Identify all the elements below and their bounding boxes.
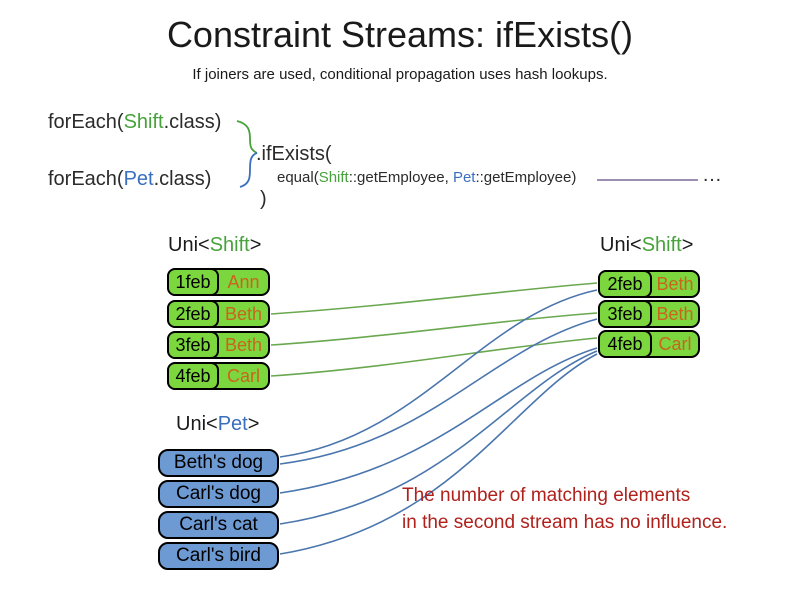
shift-employee-cell: Beth	[224, 303, 263, 324]
pet-type-token: Pet	[217, 413, 248, 435]
code-ifexists-close: )	[260, 188, 267, 210]
shift-date-cell: 1feb	[167, 268, 219, 296]
match-line-green-4feb	[270, 337, 598, 377]
pet-row-beths-dog: Beth's dog	[158, 449, 279, 477]
match-line-green-2feb	[270, 282, 598, 315]
left-shift-row-3feb: 3feb Beth	[167, 331, 270, 359]
code-ifexists-open: .ifExists(	[256, 143, 332, 165]
shift-date-cell: 2feb	[598, 270, 652, 298]
right-shift-row-2feb: 2feb Beth	[598, 270, 700, 298]
label-text: >	[247, 413, 260, 435]
left-shift-row-4feb: 4feb Carl	[167, 362, 270, 390]
code-foreach-shift: forEach(Shift.class)	[48, 111, 221, 134]
shift-date-cell: 4feb	[598, 330, 652, 358]
code-equal-joiner: equal(Shift::getEmployee, Pet::getEmploy…	[277, 169, 576, 186]
code-text: .class)	[153, 168, 212, 190]
note-line-2: in the second stream has no influence.	[402, 512, 728, 533]
match-line-blue-carlscat-4feb	[279, 350, 598, 525]
pet-table-label: Uni<Pet>	[176, 413, 259, 436]
shift-employee-cell: Beth	[656, 273, 694, 294]
code-text: forEach(	[48, 168, 124, 190]
match-line-blue-carlsdog-4feb	[279, 347, 598, 494]
shift-date-cell: 4feb	[167, 362, 219, 390]
left-shift-row-1feb: 1feb Ann	[167, 268, 270, 296]
label-text: Uni<	[168, 234, 210, 256]
label-text: Uni<	[176, 413, 218, 435]
match-line-blue-bethsdog-2feb	[279, 289, 598, 458]
note-line-1: The number of matching elements	[402, 485, 691, 506]
shift-type-token: Shift	[209, 234, 250, 256]
code-text: forEach(	[48, 111, 124, 133]
shift-employee-cell: Beth	[656, 303, 694, 324]
shift-class-token: Shift	[318, 169, 349, 186]
shift-employee-cell: Beth	[224, 334, 263, 355]
left-shift-table-label: Uni<Shift>	[168, 234, 261, 257]
shift-employee-cell: Carl	[226, 365, 260, 386]
shift-type-token: Shift	[641, 234, 682, 256]
code-text: ::getEmployee,	[348, 169, 453, 186]
label-text: >	[681, 234, 694, 256]
label-text: Uni<	[600, 234, 642, 256]
pet-row-carls-dog: Carl's dog	[158, 480, 279, 508]
brace-pet-segment	[239, 152, 258, 188]
pet-class-token: Pet	[123, 168, 154, 190]
slide-title: Constraint Streams: ifExists()	[166, 14, 634, 55]
code-text: .class)	[163, 111, 222, 133]
shift-date-cell: 3feb	[598, 300, 652, 328]
right-shift-table-label: Uni<Shift>	[600, 234, 693, 257]
shift-date-cell: 2feb	[167, 300, 219, 328]
left-shift-row-2feb: 2feb Beth	[167, 300, 270, 328]
code-text: ::getEmployee)	[475, 169, 577, 186]
brace-shift-segment	[236, 120, 258, 154]
shift-employee-cell: Ann	[227, 271, 260, 292]
slide-subtitle: If joiners are used, conditional propaga…	[192, 66, 608, 83]
pet-row-carls-bird: Carl's bird	[158, 542, 279, 570]
right-shift-row-3feb: 3feb Beth	[598, 300, 700, 328]
code-foreach-pet: forEach(Pet.class)	[48, 168, 211, 191]
pet-row-carls-cat: Carl's cat	[158, 511, 279, 539]
right-shift-row-4feb: 4feb Carl	[598, 330, 700, 358]
match-line-blue-bethsdog-3feb	[279, 318, 598, 465]
shift-employee-cell: Carl	[658, 333, 692, 354]
shift-class-token: Shift	[123, 111, 164, 133]
code-ellipsis: …	[702, 164, 722, 186]
pet-class-token: Pet	[452, 169, 476, 186]
code-text: equal(	[277, 169, 319, 186]
note-text: The number of matching elements in the se…	[402, 482, 727, 536]
label-text: >	[249, 234, 262, 256]
match-line-green-3feb	[270, 312, 598, 346]
match-line-blue-carlsbird-4feb	[279, 353, 598, 555]
shift-date-cell: 3feb	[167, 331, 219, 359]
